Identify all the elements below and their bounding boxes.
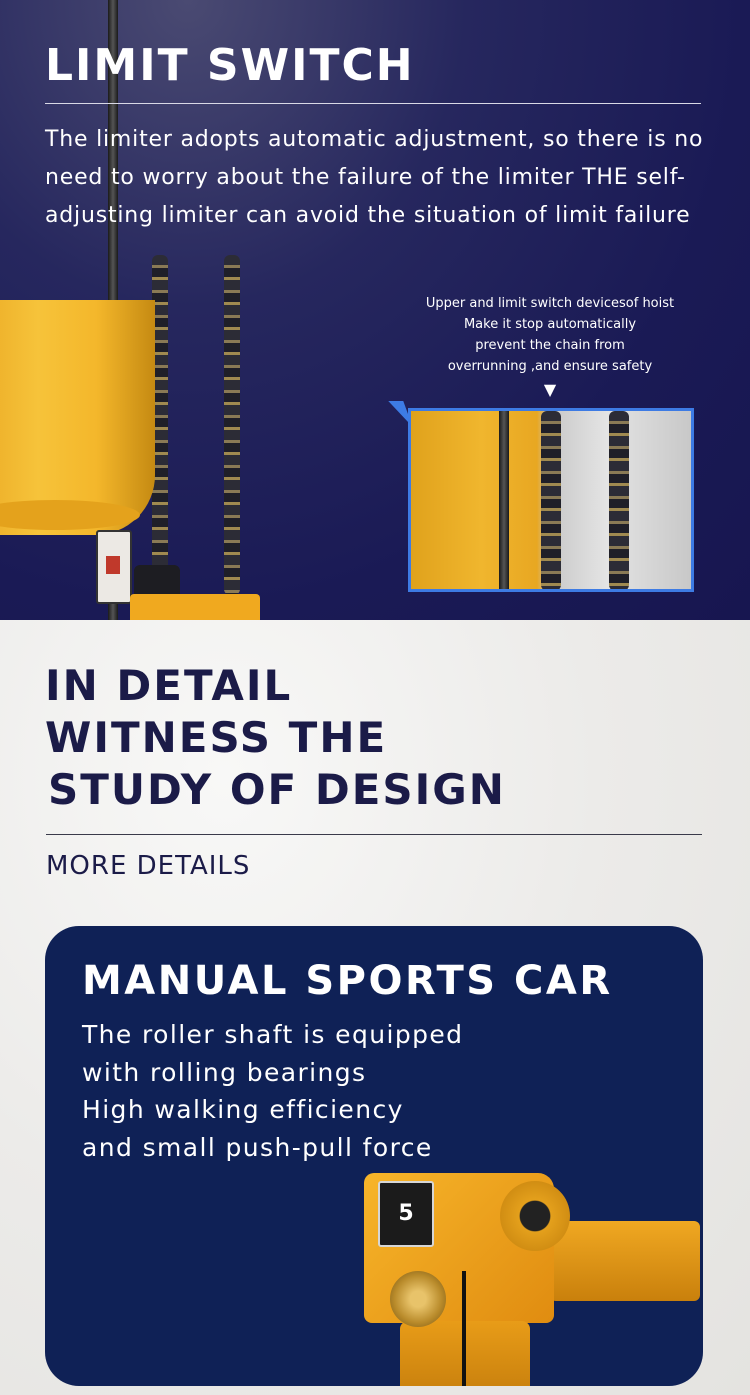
- callout-line: Make it stop automatically: [463, 317, 637, 332]
- detail-divider: [46, 834, 702, 835]
- trolley-gear: [500, 1181, 570, 1251]
- card-text-line: and small push-pull force: [82, 1132, 433, 1162]
- headline-line: WITNESS THE: [45, 713, 388, 762]
- hoist-body-image: [0, 300, 155, 535]
- hoist-chain-left: [152, 255, 168, 585]
- inset-rod: [499, 411, 509, 589]
- hoist-chain-right: [224, 255, 240, 595]
- trolley-side-frame: [550, 1221, 700, 1301]
- headline-line: STUDY OF DESIGN: [48, 765, 506, 814]
- title-divider: [45, 103, 701, 104]
- manual-sports-car-card: MANUAL SPORTS CAR The roller shaft is eq…: [45, 926, 703, 1386]
- limit-switch-section: LIMIT SWITCH The limiter adopts automati…: [0, 0, 750, 620]
- load-rating-plate: 5: [378, 1181, 434, 1247]
- closeup-inset-image: [408, 408, 694, 592]
- card-title: MANUAL SPORTS CAR: [82, 958, 613, 1004]
- detail-headline: IN DETAIL WITNESS THE STUDY OF DESIGN: [45, 660, 506, 816]
- section-description: The limiter adopts automatic adjustment,…: [45, 127, 704, 228]
- callout-line: Upper and limit switch devicesof hoist: [425, 296, 675, 311]
- chain-bracket: [134, 565, 180, 599]
- inset-chain-left: [541, 411, 561, 589]
- detail-section: IN DETAIL WITNESS THE STUDY OF DESIGN MO…: [0, 620, 750, 1395]
- card-text-line: with rolling bearings: [82, 1057, 367, 1087]
- callout-line: prevent the chain from: [475, 338, 625, 353]
- limit-switch-device: [96, 530, 132, 604]
- headline-line: IN DETAIL: [45, 661, 293, 710]
- more-details-label: MORE DETAILS: [46, 851, 251, 881]
- trolley-chain: [462, 1271, 466, 1386]
- inset-chain-right: [609, 411, 629, 589]
- callout-text: Upper and limit switch devicesof hoist M…: [410, 293, 690, 400]
- hoist-rim: [0, 500, 140, 530]
- callout-line: overrunning ,and ensure safety: [447, 359, 653, 374]
- card-description: The roller shaft is equipped with rollin…: [82, 1016, 502, 1166]
- trolley-product-image: 5: [360, 1161, 703, 1386]
- hoist-base-block: [130, 594, 260, 620]
- trolley-wheel: [390, 1271, 446, 1327]
- card-text-line: The roller shaft is equipped: [82, 1020, 464, 1049]
- card-text-line: High walking efficiency: [82, 1095, 404, 1124]
- down-arrow-icon: ▼: [543, 380, 557, 399]
- section-title: LIMIT SWITCH: [45, 40, 415, 91]
